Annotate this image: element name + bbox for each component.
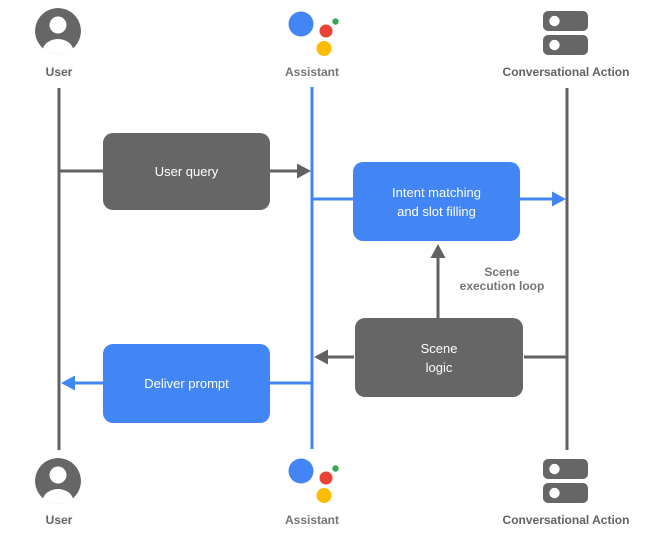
user-icon <box>35 8 81 54</box>
arrowhead-left-icon <box>314 349 328 365</box>
arrowhead-right-icon <box>297 163 311 179</box>
arrowhead-right-icon <box>552 191 566 207</box>
server-icon <box>543 459 588 503</box>
actor-label-user-bottom: User <box>45 513 73 527</box>
actor-label-assistant-bottom: Assistant <box>284 513 340 527</box>
arrowhead-up-icon <box>430 244 446 258</box>
user-icon <box>35 458 81 504</box>
scene-loop-arrow <box>430 244 446 318</box>
intent-matching-box: Intent matching and slot filling <box>353 162 520 241</box>
arrowhead-left-icon <box>61 375 75 391</box>
intent-matching-arrow <box>311 191 566 207</box>
server-icon <box>543 11 588 55</box>
deliver-prompt-box: Deliver prompt <box>103 344 270 423</box>
actor-label-conversational-action-bottom: Conversational Action <box>502 513 630 527</box>
scene-logic-arrow <box>314 349 567 365</box>
deliver-prompt-arrow <box>61 375 312 391</box>
user-query-box: User query <box>103 133 270 210</box>
scene-logic-box: Scene logic <box>355 318 523 397</box>
actor-label-conversational-action-top: Conversational Action <box>502 65 630 79</box>
assistant-icon <box>288 458 339 503</box>
user-query-arrow <box>59 163 311 179</box>
assistant-icon <box>288 11 339 56</box>
actor-label-assistant-top: Assistant <box>284 65 340 79</box>
scene-execution-loop-label: Scene execution loop <box>459 265 545 293</box>
actor-label-user-top: User <box>45 65 73 79</box>
